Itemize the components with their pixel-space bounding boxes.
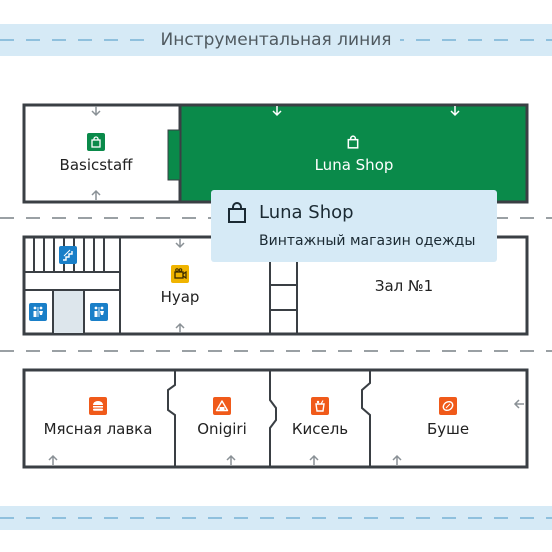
corridor-dashes [0, 217, 552, 352]
shopping-bag-icon [87, 133, 105, 151]
popup-title: Luna Shop [259, 202, 354, 223]
room-label-myasnaya-lavka[interactable]: Мясная лавка [43, 420, 153, 438]
shop-info-popup[interactable]: Luna Shop Винтажный магазин одежды [211, 190, 497, 262]
shopping-bag-icon [227, 202, 247, 228]
room-label-bushe[interactable]: Буше [426, 420, 470, 438]
street-name-label: Инструментальная линия [0, 24, 552, 56]
stairs-icon [59, 246, 77, 264]
popup-description: Винтажный магазин одежды [259, 233, 476, 249]
camera-icon [171, 265, 189, 283]
room-label-hall1[interactable]: Зал №1 [374, 277, 434, 295]
shopping-bag-icon [344, 133, 362, 151]
room-label-nuar[interactable]: Нуар [160, 288, 200, 306]
drink-icon [311, 397, 329, 415]
block-1 [22, 103, 529, 204]
toilet-icon [29, 303, 47, 321]
block-3 [22, 368, 529, 469]
toilet-corridor [52, 289, 85, 335]
stairs [24, 237, 121, 334]
room-label-kisel[interactable]: Кисель [291, 420, 349, 438]
room-label-onigiri[interactable]: Onigiri [197, 420, 247, 438]
burger-icon [89, 397, 107, 415]
room-label-basicstaff[interactable]: Basicstaff [59, 156, 133, 174]
entrance-arrows [48, 106, 524, 465]
toilet-icon [90, 303, 108, 321]
pastry-icon [439, 397, 457, 415]
street-dashes [0, 39, 552, 519]
onigiri-icon [213, 397, 231, 415]
room-label-luna-shop[interactable]: Luna Shop [314, 156, 394, 174]
luna-shop-room[interactable] [178, 103, 529, 204]
